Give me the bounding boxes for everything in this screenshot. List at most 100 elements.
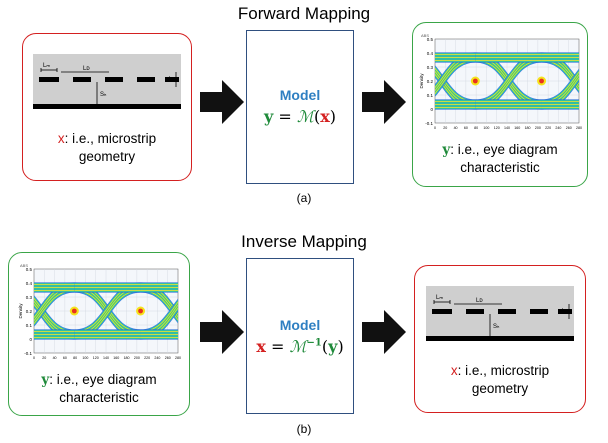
microstrip-traces (432, 309, 572, 314)
x-tick-label: 100 (82, 356, 88, 360)
x-tick-label: 80 (474, 126, 478, 130)
x-tick-label: 180 (124, 356, 130, 360)
x-tick-label: 240 (154, 356, 160, 360)
forward-arrow-out-icon (362, 80, 406, 124)
x-tick-label: 100 (483, 126, 489, 130)
inverse-model-box: Model x = ℳ−1(y) (246, 258, 354, 414)
eye-traces (34, 282, 178, 340)
inverse-model-equation: x = ℳ−1(y) (256, 337, 344, 356)
x-tick-label: 180 (525, 126, 531, 130)
x-tick-label: 120 (93, 356, 99, 360)
inverse-model-label: Model (279, 317, 321, 333)
inverse-right-caption: x: i.e., microstrip geometry (415, 362, 585, 398)
caption-var-x: x (450, 363, 458, 378)
corner-label: ABS (421, 33, 429, 38)
caption-var-y: y (442, 142, 451, 158)
forward-left-caption: x: i.e., microstrip geometry (23, 130, 191, 166)
inverse-arrow-out-icon (362, 310, 406, 354)
y-tick-label: 0.1 (26, 323, 33, 328)
y-tick-label: 0.1 (427, 93, 434, 98)
caption-line2: geometry (471, 381, 529, 396)
x-tick-label: 280 (175, 356, 181, 360)
x-tick-label: 260 (165, 356, 171, 360)
y-tick-label: -0.1 (24, 351, 32, 356)
y-tick-label: -0.1 (425, 121, 433, 126)
y-tick-label: 0 (430, 107, 433, 112)
caption-line1: : i.e., microstrip (457, 363, 550, 378)
y-tick-label: 0.4 (26, 281, 33, 286)
x-tick-label: 160 (113, 356, 119, 360)
forward-model-label: Model (279, 87, 321, 103)
y-tick-label: 0.5 (427, 37, 434, 42)
caption-line1: : i.e., eye diagram (49, 372, 157, 387)
label-lw: Lₘ (43, 63, 50, 69)
caption-line2: characteristic (59, 390, 139, 405)
forward-arrow-in-icon (200, 80, 244, 124)
inverse-left-caption: y: i.e., eye diagram characteristic (9, 371, 189, 407)
label-lh: Lₕ (169, 76, 174, 82)
x-tick-label: 120 (494, 126, 500, 130)
forward-model-box: Model y = ℳ(x) (246, 30, 354, 184)
inverse-sub-label: (b) (296, 422, 312, 436)
label-ld: Lᴅ (476, 298, 483, 304)
x-tick-label: 200 (535, 126, 541, 130)
inverse-mapping-title: Inverse Mapping (241, 232, 367, 251)
caption-line1: : i.e., eye diagram (450, 142, 558, 157)
x-tick-label: 40 (53, 356, 57, 360)
x-tick-label: 40 (454, 126, 458, 130)
x-tick-label: 20 (443, 126, 447, 130)
label-ld: Lᴅ (83, 66, 90, 72)
y-tick-label: 0.2 (427, 79, 434, 84)
x-tick-label: 280 (576, 126, 582, 130)
forward-microstrip-panel: Lₘ Lᴅ Sₕ Lₕ x: i.e., microstrip geometry (22, 33, 192, 181)
x-tick-label: 240 (555, 126, 561, 130)
label-lw: Lₘ (436, 295, 443, 301)
x-tick-label: 0 (434, 126, 436, 130)
caption-line2: geometry (78, 149, 136, 164)
ground-plane (426, 336, 574, 341)
forward-sub-label: (a) (296, 191, 312, 205)
x-tick-label: 80 (73, 356, 77, 360)
microstrip-traces (39, 77, 179, 82)
label-sh: Sₕ (493, 324, 500, 330)
caption-var-y: y (41, 372, 50, 388)
x-tick-label: 160 (514, 126, 520, 130)
forward-model-equation: y = ℳ(x) (263, 107, 337, 126)
label-lh: Lₕ (562, 308, 567, 314)
eye-traces (435, 52, 579, 110)
caption-line2: characteristic (460, 160, 540, 175)
ground-plane (33, 104, 181, 109)
corner-label: ABS (20, 263, 28, 268)
y-tick-label: 0.5 (26, 267, 33, 272)
forward-mapping-title: Forward Mapping (237, 4, 371, 23)
inverse-arrow-in-icon (200, 310, 244, 354)
microstrip-diagram: Lₘ Lᴅ Sₕ Lₕ (33, 54, 181, 109)
caption-var-x: x (57, 131, 65, 146)
y-axis-label: Density (419, 73, 424, 89)
microstrip-diagram: Lₘ Lᴅ Sₕ Lₕ (426, 286, 574, 341)
inverse-microstrip-panel: Lₘ Lᴅ Sₕ Lₕ x: i.e., microstrip geometry (414, 265, 586, 413)
x-tick-label: 140 (103, 356, 109, 360)
x-tick-label: 260 (566, 126, 572, 130)
x-tick-label: 200 (134, 356, 140, 360)
x-tick-label: 220 (144, 356, 150, 360)
x-tick-label: 60 (464, 126, 468, 130)
y-tick-label: 0.3 (26, 295, 33, 300)
label-sh: Sₕ (100, 92, 107, 98)
y-axis-label: Density (18, 303, 23, 319)
x-tick-label: 140 (504, 126, 510, 130)
caption-line1: : i.e., microstrip (64, 131, 157, 146)
y-tick-label: 0 (29, 337, 32, 342)
y-tick-label: 0.3 (427, 65, 434, 70)
forward-right-caption: y: i.e., eye diagram characteristic (413, 141, 587, 177)
y-tick-label: 0.4 (427, 51, 434, 56)
y-tick-label: 0.2 (26, 309, 33, 314)
x-tick-label: 60 (63, 356, 67, 360)
x-tick-label: 20 (42, 356, 46, 360)
x-tick-label: 220 (545, 126, 551, 130)
x-tick-label: 0 (33, 356, 35, 360)
